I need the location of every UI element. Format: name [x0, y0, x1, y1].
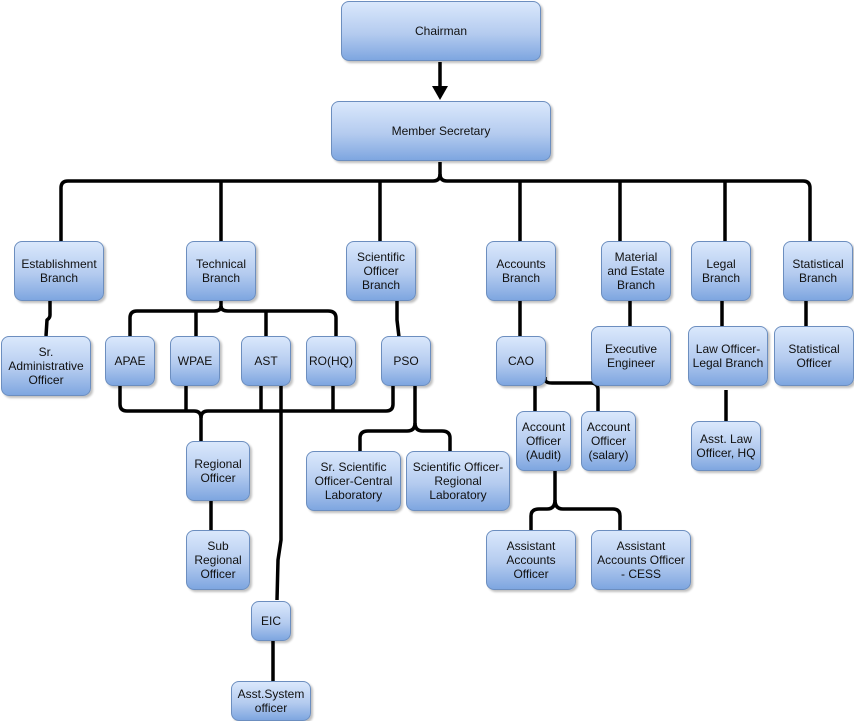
connector-ms-bus	[59, 162, 442, 242]
node-label: PSO	[393, 354, 419, 368]
node-material-estate-branch[interactable]: Material and Estate Branch	[601, 241, 671, 301]
node-label: Chairman	[414, 24, 468, 38]
node-label: Executive Engineer	[604, 342, 658, 370]
node-statistical-branch[interactable]: Statistical Branch	[783, 241, 853, 301]
node-sub-regional-officer[interactable]: Sub Regional Officer	[186, 530, 250, 590]
node-label: Account Officer (Audit)	[521, 420, 566, 462]
node-statistical-officer[interactable]: Statistical Officer	[774, 326, 854, 386]
node-sr-administrative-officer[interactable]: Sr. Administrative Officer	[1, 336, 91, 396]
node-label: APAE	[114, 354, 146, 368]
node-label: Scientific Officer Branch	[356, 250, 406, 292]
node-regional-officer[interactable]: Regional Officer	[186, 441, 250, 501]
node-label: RO(HQ)	[309, 354, 353, 368]
node-label: WPAE	[177, 354, 213, 368]
node-eic[interactable]: EIC	[251, 601, 291, 641]
node-label: Regional Officer	[194, 457, 242, 485]
node-label: CAO	[507, 354, 534, 368]
node-label: Sr. Administrative Officer	[8, 345, 84, 387]
connector-regional-bus	[118, 385, 203, 442]
connector-cao-salary	[543, 377, 600, 412]
node-accounts-branch[interactable]: Accounts Branch	[486, 241, 556, 301]
node-label: Technical Branch	[195, 257, 247, 285]
node-label: Accounts Branch	[496, 257, 546, 285]
node-label: Legal Branch	[701, 257, 741, 285]
node-label: Statistical Branch	[792, 257, 844, 285]
node-chairman[interactable]: Chairman	[341, 1, 541, 61]
node-label: Sub Regional Officer	[194, 539, 242, 581]
arrowhead-icon	[432, 86, 448, 100]
node-asst-system-officer[interactable]: Asst.System officer	[231, 681, 311, 721]
node-ro-hq[interactable]: RO(HQ)	[306, 336, 356, 386]
node-law-officer-legal-branch[interactable]: Law Officer-Legal Branch	[688, 326, 768, 386]
node-label: Sr. Scientific Officer-Central Laborator…	[314, 460, 393, 502]
connector-technical-bus	[128, 300, 223, 337]
node-label: AST	[254, 354, 278, 368]
node-account-officer-salary[interactable]: Account Officer (salary)	[581, 411, 636, 471]
node-label: Asst. Law Officer, HQ	[696, 432, 756, 460]
connector-audit-assistants	[529, 470, 557, 530]
node-label: Account Officer (salary)	[586, 420, 631, 462]
node-asst-law-officer-hq[interactable]: Asst. Law Officer, HQ	[691, 421, 761, 471]
node-label: Scientific Officer-Regional Laboratory	[412, 460, 504, 502]
node-cao[interactable]: CAO	[496, 336, 546, 386]
node-technical-branch[interactable]: Technical Branch	[186, 241, 256, 301]
connector-pso-labs	[358, 385, 417, 452]
node-apae[interactable]: APAE	[105, 336, 155, 386]
node-assistant-accounts-officer-cess[interactable]: Assistant Accounts Officer - CESS	[591, 530, 691, 590]
node-label: Assistant Accounts Officer - CESS	[597, 539, 685, 581]
node-establishment-branch[interactable]: Establishment Branch	[14, 241, 104, 301]
node-scientific-officer-regional-lab[interactable]: Scientific Officer-Regional Laboratory	[406, 451, 510, 511]
connector-scientific-pso	[395, 300, 401, 338]
node-label: Law Officer-Legal Branch	[692, 342, 764, 370]
connector-ast-eic	[275, 385, 283, 601]
node-member-secretary[interactable]: Member Secretary	[331, 101, 551, 161]
node-scientific-officer-branch[interactable]: Scientific Officer Branch	[346, 241, 416, 301]
node-label: Statistical Officer	[788, 342, 840, 370]
node-label: Assistant Accounts Officer	[506, 539, 556, 581]
node-legal-branch[interactable]: Legal Branch	[691, 241, 751, 301]
node-account-officer-audit[interactable]: Account Officer (Audit)	[516, 411, 571, 471]
node-assistant-accounts-officer[interactable]: Assistant Accounts Officer	[486, 530, 576, 590]
connector-ms-bus-right	[438, 173, 812, 242]
node-label: Establishment Branch	[21, 257, 97, 285]
node-label: Asst.System officer	[237, 687, 305, 715]
connector-establishment-sradmin	[44, 300, 52, 337]
node-sr-scientific-officer-central-lab[interactable]: Sr. Scientific Officer-Central Laborator…	[306, 451, 401, 511]
node-label: Member Secretary	[391, 124, 491, 138]
node-ast[interactable]: AST	[241, 336, 291, 386]
node-wpae[interactable]: WPAE	[170, 336, 220, 386]
node-pso[interactable]: PSO	[381, 336, 431, 386]
node-label: EIC	[260, 614, 281, 628]
node-executive-engineer[interactable]: Executive Engineer	[591, 326, 671, 386]
node-label: Material and Estate Branch	[607, 250, 665, 292]
